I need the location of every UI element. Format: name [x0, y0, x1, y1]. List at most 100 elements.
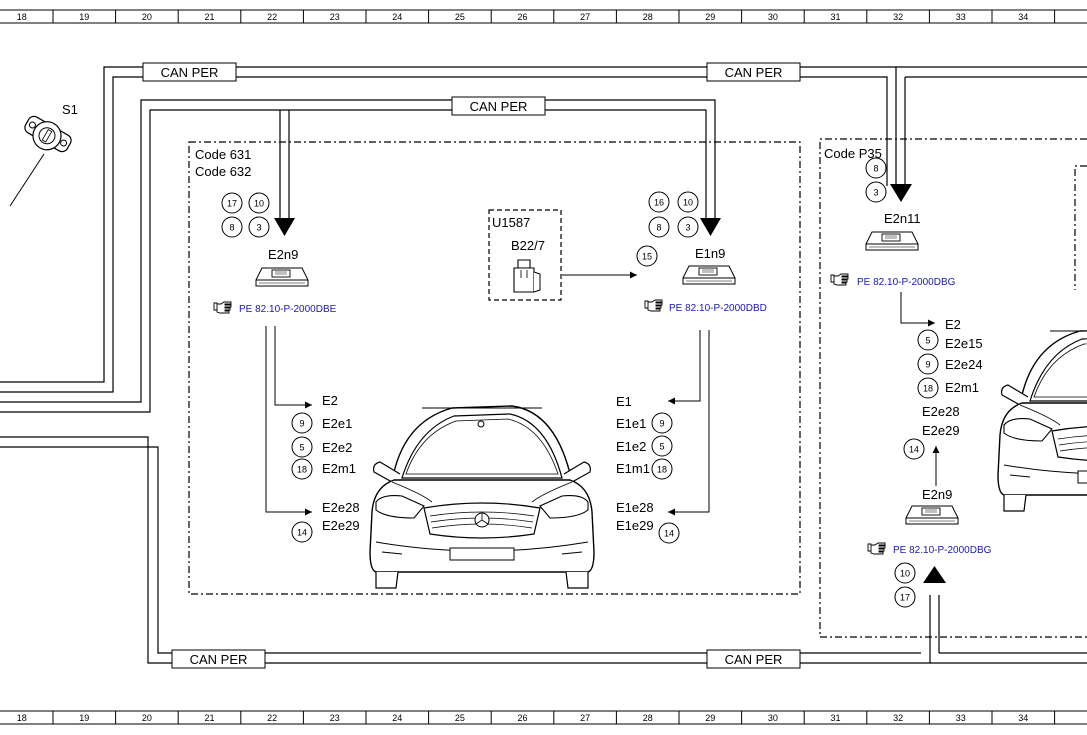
output-label: E2e15 [945, 336, 983, 351]
svg-text:8: 8 [656, 223, 661, 233]
pin-number: 9 [651, 412, 673, 434]
pointing-hand-icon [644, 299, 663, 312]
pin-number: 14 [291, 521, 313, 543]
ruler-number: 19 [79, 713, 89, 723]
output-label: E1e2 [616, 439, 646, 454]
output-label: E2 [945, 317, 961, 332]
ruler-number: 23 [330, 12, 340, 22]
svg-text:10: 10 [683, 198, 693, 208]
ruler-number: 31 [830, 713, 840, 723]
svg-text:10: 10 [254, 199, 264, 209]
output-label: E1m1 [616, 461, 650, 476]
ruler-number: 34 [1018, 713, 1028, 723]
ruler-number: 31 [830, 12, 840, 22]
svg-text:5: 5 [925, 336, 930, 346]
ruler-number: 32 [893, 713, 903, 723]
pin-number: 5 [917, 329, 939, 351]
ruler-number: 20 [142, 12, 152, 22]
svg-text:16: 16 [654, 198, 664, 208]
can-per-labels: CAN PER CAN PER CAN PER CAN PER CAN PER [142, 62, 801, 669]
ruler-number: 28 [643, 12, 653, 22]
can-bus-wiring [0, 66, 1087, 664]
svg-text:E1n9: E1n9 [695, 246, 725, 261]
pin-number: 14 [658, 522, 680, 544]
car-front-icon [997, 328, 1087, 512]
control-unit-icon [682, 265, 736, 285]
pointing-hand-icon [830, 273, 849, 286]
svg-text:3: 3 [256, 223, 261, 233]
output-label: E1e1 [616, 416, 646, 431]
ref-link-e2n11[interactable]: PE 82.10-P-2000DBG [857, 277, 956, 288]
svg-text:CAN PER: CAN PER [470, 99, 528, 114]
ruler-number: 30 [768, 12, 778, 22]
ruler-number: 27 [580, 713, 590, 723]
svg-text:CAN PER: CAN PER [725, 652, 783, 667]
zone-code-631-632 [188, 141, 801, 595]
zone-code-631: Code 631 [195, 147, 251, 162]
svg-text:CAN PER: CAN PER [161, 65, 219, 80]
svg-text:3: 3 [873, 188, 878, 198]
bus-arrows [274, 184, 946, 583]
pointing-hand-icon [213, 301, 232, 314]
svg-text:10: 10 [900, 569, 910, 579]
svg-text:3: 3 [685, 223, 690, 233]
ruler-number: 19 [79, 12, 89, 22]
ruler-number: 33 [956, 713, 966, 723]
output-label: E2e2 [322, 440, 352, 455]
zone-code-p35 [819, 138, 1087, 638]
svg-text:17: 17 [900, 593, 910, 603]
pin-number: 3 [677, 216, 699, 238]
output-label: E2m1 [945, 380, 979, 395]
ref-link-e2n9-left[interactable]: PE 82.10-P-2000DBE [239, 304, 337, 315]
ruler-number: 29 [705, 12, 715, 22]
pin-number: 8 [865, 157, 887, 179]
ref-link-e2n9-right[interactable]: PE 82.10-P-2000DBG [893, 545, 992, 556]
svg-text:8: 8 [873, 164, 878, 174]
can-per-label: CAN PER [706, 649, 801, 669]
ref-link-e1n9[interactable]: PE 82.10-P-2000DBD [669, 303, 767, 314]
pin-number: 17 [221, 192, 243, 214]
can-per-label: CAN PER [142, 62, 237, 82]
svg-text:U1587: U1587 [492, 215, 530, 230]
pin-number: 18 [291, 458, 313, 480]
ruler-number: 29 [705, 713, 715, 723]
pin-number: 10 [248, 192, 270, 214]
svg-text:9: 9 [299, 419, 304, 429]
ruler-number: 24 [392, 713, 402, 723]
svg-text:B22/7: B22/7 [511, 238, 545, 253]
ruler-number: 18 [17, 12, 27, 22]
pin-number: 3 [865, 181, 887, 203]
svg-text:18: 18 [657, 465, 667, 475]
svg-text:14: 14 [297, 528, 307, 538]
control-unit-icon [255, 267, 309, 287]
svg-text:E2n9: E2n9 [268, 247, 298, 262]
ruler-number: 18 [17, 713, 27, 723]
svg-text:15: 15 [642, 252, 652, 262]
ruler-number: 26 [517, 12, 527, 22]
output-label: E2e24 [945, 357, 983, 372]
svg-text:E2n11: E2n11 [884, 211, 921, 226]
ruler-number: 27 [580, 12, 590, 22]
control-unit-e2n9-right: E2e28 E2e29 14 E2n9 PE 82.10-P-2000DBG 1… [867, 404, 992, 608]
pin-number: 9 [917, 353, 939, 375]
ruler-number: 23 [330, 713, 340, 723]
svg-text:CAN PER: CAN PER [190, 652, 248, 667]
ruler-number: 24 [392, 12, 402, 22]
ruler-number: 28 [643, 713, 653, 723]
pin-number: 3 [248, 216, 270, 238]
control-unit-icon [905, 505, 959, 525]
ruler-number: 25 [455, 713, 465, 723]
ruler-number: 21 [204, 713, 214, 723]
ruler-number: 25 [455, 12, 465, 22]
svg-text:18: 18 [923, 384, 933, 394]
ruler-number: 30 [768, 713, 778, 723]
svg-text:5: 5 [299, 443, 304, 453]
output-label: E2e28 [322, 500, 360, 515]
svg-text:14: 14 [909, 445, 919, 455]
svg-text:9: 9 [659, 419, 664, 429]
